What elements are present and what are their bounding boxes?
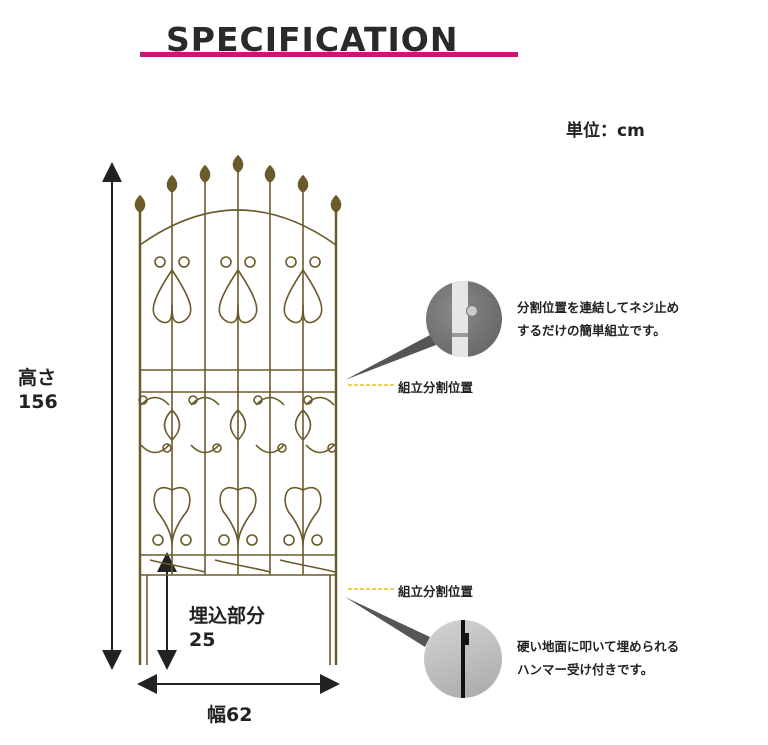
scroll-curl — [244, 256, 256, 268]
scroll-diamond — [163, 409, 181, 442]
scroll-c — [305, 396, 335, 454]
scroll-heart — [152, 269, 192, 324]
scroll-curl — [327, 443, 337, 453]
scroll-curl — [311, 534, 323, 546]
embed-label: 埋込部分 — [189, 605, 266, 627]
callout-top-text: 分割位置を連結してネジ止め するだけの簡単組立です。 — [517, 296, 679, 342]
width-label: 幅62 — [207, 704, 253, 726]
scroll-curl — [246, 534, 258, 546]
leader-top — [345, 335, 436, 380]
callout-bottom-line: 硬い地面に叩いて埋められる — [517, 639, 680, 654]
scroll-heart — [219, 486, 257, 546]
scroll-base — [214, 559, 271, 573]
scroll-curl — [154, 256, 166, 268]
leader-bottom — [345, 597, 430, 647]
scroll-curl — [277, 443, 287, 453]
spire-finial — [166, 174, 178, 193]
scroll-base — [149, 559, 206, 573]
callout-bottom-text: 硬い地面に叩いて埋められる ハンマー受け付きです。 — [517, 635, 679, 681]
height-dimension: 高さ 156 — [18, 366, 58, 414]
callout-top-line: 分割位置を連結してネジ止め — [517, 300, 680, 315]
fence-arch — [139, 209, 337, 246]
fence-illustration — [134, 154, 342, 665]
scroll-diamond — [294, 409, 312, 442]
spire-finial — [297, 174, 309, 193]
screw-joint-photo — [426, 281, 502, 357]
height-value: 156 — [18, 391, 58, 413]
scroll-curl — [309, 256, 321, 268]
scroll-curl — [212, 443, 222, 453]
scroll-curl — [218, 534, 230, 546]
scroll-heart — [284, 486, 322, 546]
joint-label-top: 組立分割位置 — [398, 380, 474, 395]
scroll-curl — [180, 534, 192, 546]
hammer-stop-photo — [424, 620, 502, 698]
scroll-c — [190, 396, 220, 454]
unit-label: 単位：cm — [566, 121, 645, 141]
spire-finial — [264, 164, 276, 183]
scroll-curl — [178, 256, 190, 268]
callout-bottom-line: ハンマー受け付きです。 — [517, 662, 654, 677]
scroll-curl — [220, 256, 232, 268]
embed-dimension: 埋込部分 25 — [189, 604, 265, 652]
scroll-c — [255, 396, 285, 454]
scroll-curl — [162, 443, 172, 453]
spire-finial — [232, 154, 244, 173]
scroll-heart — [153, 486, 191, 546]
screw-icon — [466, 305, 478, 317]
scroll-heart — [218, 269, 258, 324]
scroll-curl — [152, 534, 164, 546]
spire-finial — [134, 194, 146, 213]
scroll-curl — [285, 256, 297, 268]
scroll-curl — [283, 534, 295, 546]
title-underline — [140, 52, 518, 57]
scroll-c — [140, 396, 170, 454]
spire-finial — [199, 164, 211, 183]
scroll-base — [279, 559, 336, 573]
scroll-curl — [303, 395, 313, 405]
scroll-curl — [138, 395, 148, 405]
scroll-curl — [253, 395, 263, 405]
spire-finial — [330, 194, 342, 213]
scroll-diamond — [229, 409, 247, 442]
scroll-curl — [188, 395, 198, 405]
scroll-heart — [283, 269, 323, 324]
embed-value: 25 — [189, 629, 216, 651]
height-label: 高さ — [18, 367, 57, 389]
callout-top-line: するだけの簡単組立です。 — [517, 323, 666, 338]
joint-label-bottom: 組立分割位置 — [398, 584, 474, 599]
